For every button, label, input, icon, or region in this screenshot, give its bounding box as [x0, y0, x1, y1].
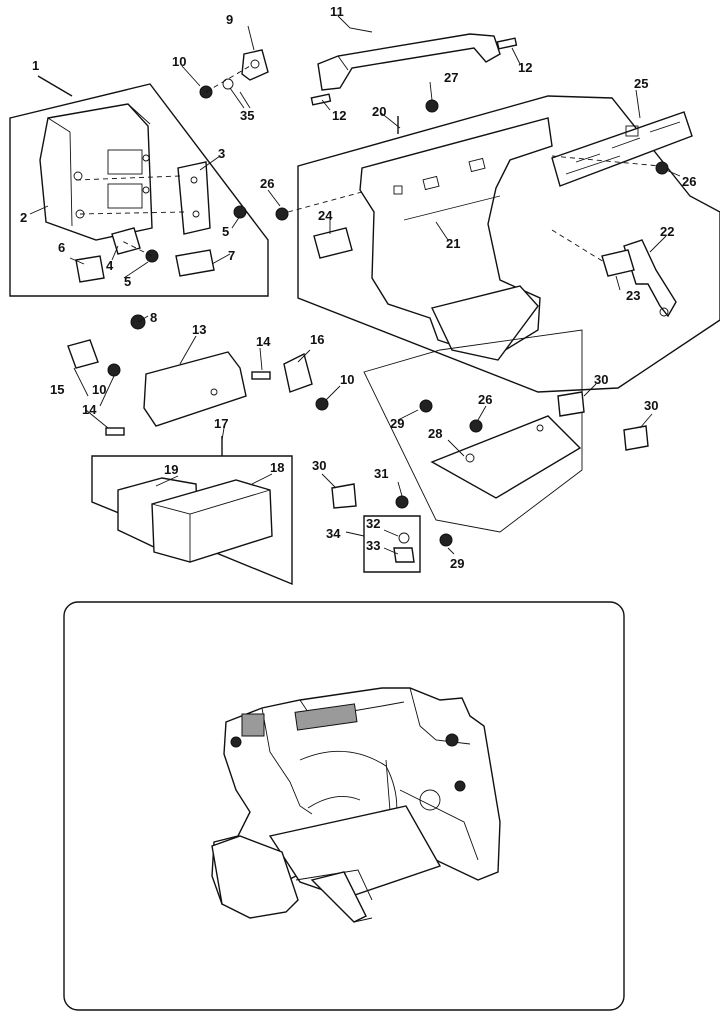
face-cover: [39, 103, 153, 241]
callout-3: 3: [218, 146, 225, 161]
lever: [623, 239, 677, 318]
callout-13: 13: [192, 322, 206, 337]
hinge-pin: [251, 371, 271, 380]
rubber-foot: [557, 391, 585, 417]
callout-9: 9: [226, 12, 233, 27]
rubber-foot: [331, 483, 357, 509]
face-cover-group: [9, 75, 269, 297]
callout-10b: 10: [92, 382, 106, 397]
callout-28: 28: [428, 426, 442, 441]
callout-19: 19: [164, 462, 178, 477]
callout-21: 21: [446, 236, 460, 251]
leader-lines: [29, 15, 681, 555]
callout-25: 25: [634, 76, 648, 91]
assembly-frame: [63, 601, 625, 1011]
callout-26c: 26: [478, 392, 492, 407]
callout-35: 35: [240, 108, 254, 123]
side-cover: [143, 351, 247, 427]
arm-slot: [294, 703, 358, 731]
callout-5a: 5: [222, 224, 229, 239]
callout-7: 7: [228, 248, 235, 263]
callout-2: 2: [20, 210, 27, 225]
callout-20: 20: [372, 104, 386, 119]
callout-10a: 10: [172, 54, 186, 69]
bottom-cover-group: [67, 339, 433, 436]
callout-10c: 10: [340, 372, 354, 387]
callout-30c: 30: [312, 458, 326, 473]
callout-26b: 26: [682, 174, 696, 189]
callout-29b: 29: [450, 556, 464, 571]
accessory-box: [151, 479, 273, 563]
screw: [419, 399, 433, 413]
bracket: [111, 227, 141, 255]
shaft: [601, 249, 635, 277]
screw: [233, 205, 247, 219]
callout-30a: 30: [594, 372, 608, 387]
callout-33: 33: [366, 538, 380, 553]
callout-4: 4: [106, 258, 114, 273]
callout-5b: 5: [124, 274, 131, 289]
callout-30b: 30: [644, 398, 658, 413]
callout-31: 31: [374, 466, 388, 481]
screw: [395, 495, 409, 509]
thread-guide: [241, 49, 269, 81]
screw: [469, 419, 483, 433]
callout-24: 24: [318, 208, 333, 223]
callout-23: 23: [626, 288, 640, 303]
callout-18: 18: [270, 460, 284, 475]
callout-14b: 14: [82, 402, 97, 417]
callout-11: 11: [330, 4, 344, 19]
callout-29a: 29: [390, 416, 404, 431]
accessory-box-group: [91, 436, 293, 586]
screw: [315, 397, 329, 411]
callout-16: 16: [310, 332, 324, 347]
callout-6: 6: [58, 240, 65, 255]
callout-15: 15: [50, 382, 64, 397]
bed-rail: [310, 871, 367, 923]
screw: [439, 533, 453, 547]
bracket: [67, 339, 99, 369]
callout-26a: 26: [260, 176, 274, 191]
front-cover-group: [275, 95, 720, 393]
latch: [75, 255, 105, 283]
arm-slot: [241, 713, 265, 737]
handle-pin: [310, 93, 332, 106]
screw: [425, 99, 439, 113]
screw: [655, 161, 669, 175]
assembled-view: [63, 601, 625, 1011]
callout-34: 34: [326, 526, 341, 541]
callout-1: 1: [32, 58, 39, 73]
foot-cap: [393, 547, 415, 563]
callout-27: 27: [444, 70, 458, 85]
callout-14a: 14: [256, 334, 271, 349]
thread-guide-group: [199, 49, 269, 99]
rubber-foot: [623, 425, 649, 451]
hinge-pin: [105, 427, 125, 436]
carrying-handle: [310, 33, 518, 106]
left-base: [211, 835, 299, 919]
callout-12b: 12: [332, 108, 346, 123]
callout-22: 22: [660, 224, 674, 239]
callout-labels: 1 2 3 4 5 5 6 7 8 9 10 10 10 11 12 12 13…: [20, 4, 696, 571]
spring-clip: [313, 227, 353, 259]
label-plate: [175, 249, 215, 277]
handle-pin: [496, 37, 518, 50]
callout-12a: 12: [518, 60, 532, 75]
hinge-bracket: [283, 352, 313, 393]
base-plate-group: [331, 329, 649, 573]
callout-32: 32: [366, 516, 380, 531]
pattern-panel: [551, 111, 693, 187]
screw: [107, 363, 121, 377]
bed-plate: [268, 805, 442, 899]
callout-8: 8: [150, 310, 157, 325]
hinge-plate: [177, 161, 211, 235]
screw: [275, 207, 289, 221]
callout-17: 17: [214, 416, 228, 431]
base-plate: [430, 415, 582, 499]
